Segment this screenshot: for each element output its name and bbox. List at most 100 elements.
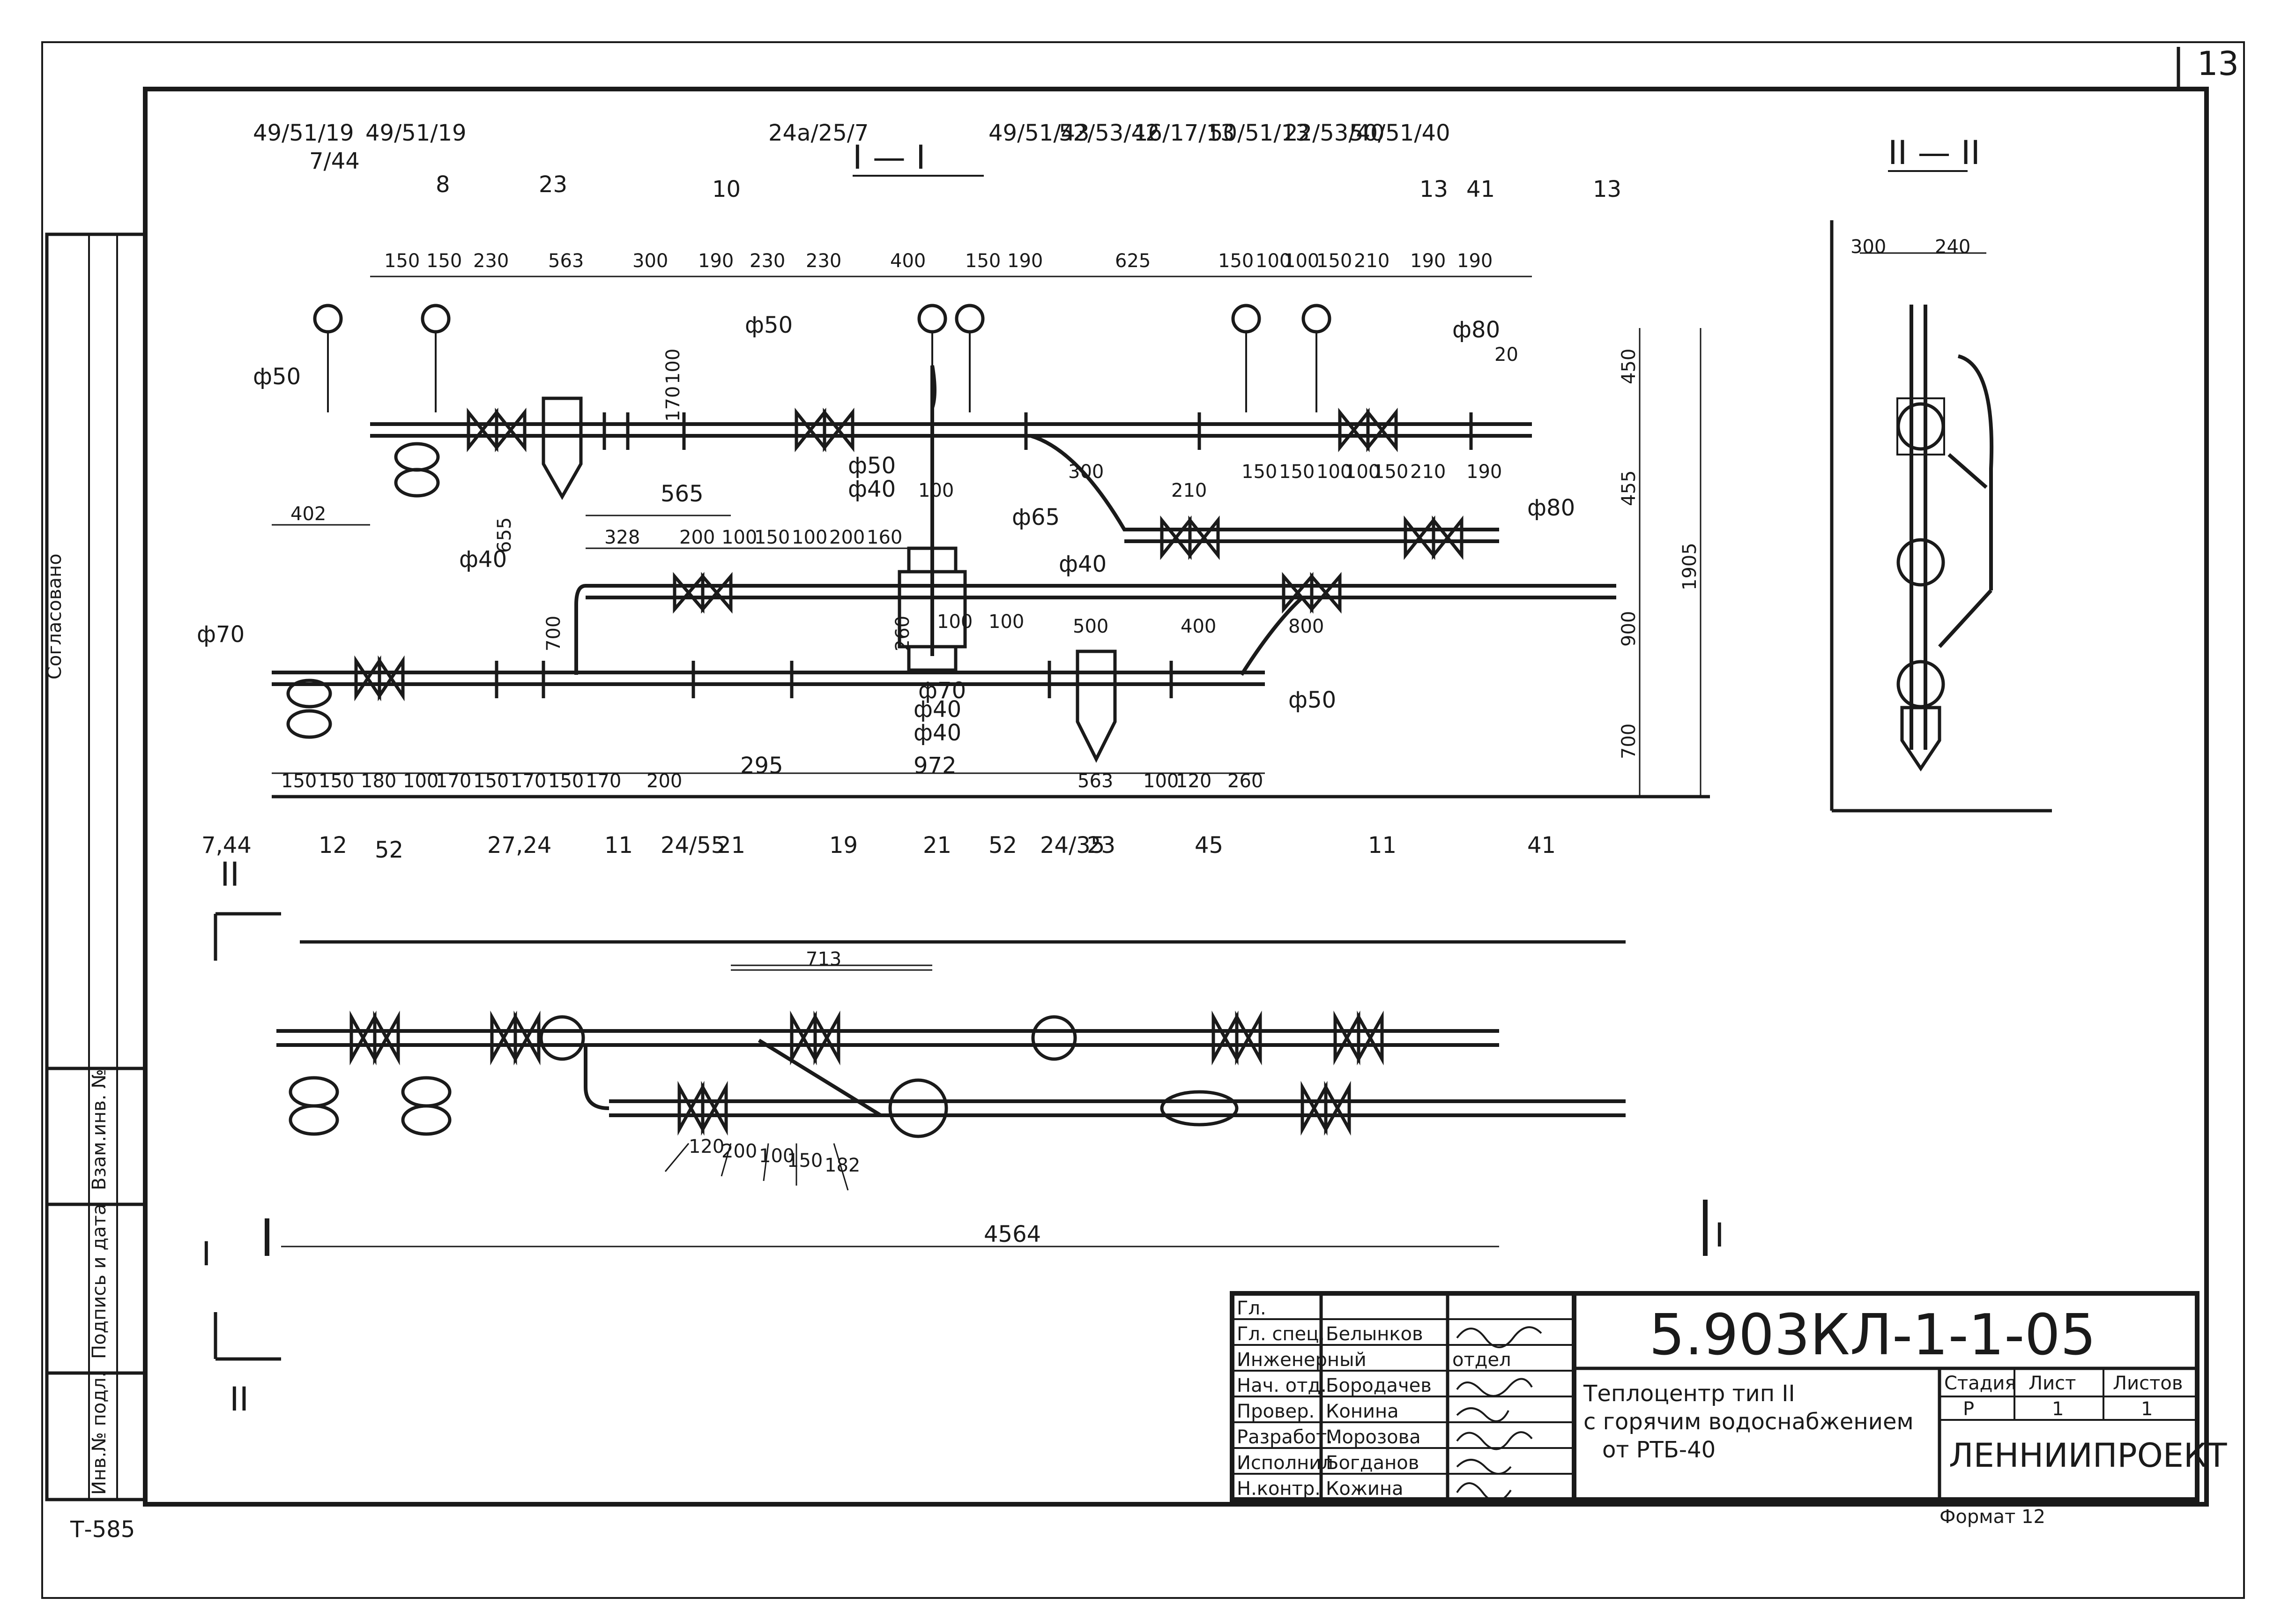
svg-text:230: 230 [806, 250, 841, 272]
svg-text:Кожина: Кожина [1326, 1478, 1404, 1500]
svg-text:150: 150 [1218, 250, 1254, 272]
svg-text:260: 260 [1227, 770, 1263, 792]
svg-text:300: 300 [1068, 461, 1104, 483]
svg-text:455: 455 [1618, 470, 1640, 506]
svg-text:1: 1 [2052, 1398, 2064, 1420]
svg-text:50/51/40: 50/51/40 [1349, 120, 1450, 146]
svg-text:450: 450 [1618, 349, 1640, 384]
elevation-valves [272, 304, 1710, 799]
svg-text:24/55: 24/55 [661, 832, 725, 858]
svg-text:Провер.: Провер. [1237, 1401, 1315, 1422]
svg-text:160: 160 [867, 527, 902, 548]
svg-text:100: 100 [403, 770, 438, 792]
svg-text:402: 402 [290, 503, 326, 525]
svg-text:ф40: ф40 [914, 720, 961, 746]
svg-text:Гл.: Гл. [1237, 1298, 1266, 1319]
svg-text:563: 563 [1077, 770, 1113, 792]
svg-text:100: 100 [1345, 461, 1380, 483]
svg-text:170: 170 [586, 770, 621, 792]
svg-text:800: 800 [1288, 616, 1324, 637]
svg-text:120: 120 [689, 1136, 724, 1157]
svg-text:20: 20 [1494, 344, 1518, 366]
svg-text:Инженерный: Инженерный [1237, 1349, 1367, 1371]
podpis-label: Подпись и дата [89, 1204, 110, 1359]
svg-text:13: 13 [1593, 176, 1621, 202]
svg-text:150: 150 [1241, 461, 1277, 483]
svg-text:от РТБ-40: от РТБ-40 [1602, 1437, 1716, 1463]
dimension-lines [272, 276, 1702, 1247]
svg-text:100: 100 [988, 611, 1024, 633]
title-block: 5.903КЛ-1-1-05 Гл. Гл. спец. Белынков Ин… [1230, 1291, 2227, 1502]
svg-text:120: 120 [1176, 770, 1211, 792]
svg-text:7/44: 7/44 [309, 148, 360, 174]
svg-text:200: 200 [679, 527, 715, 548]
svg-text:16/17/13: 16/17/13 [1134, 120, 1235, 146]
dims-top: 150 150 230 563 300 190 230 230 400 150 … [384, 250, 1493, 272]
svg-text:ф80: ф80 [1452, 317, 1500, 343]
svg-text:50/51/13: 50/51/13 [1209, 120, 1310, 146]
svg-text:210: 210 [1410, 461, 1446, 483]
callouts-bottom: 7,44 12 52 27,24 11 24/55 21 19 21 52 24… [201, 832, 1556, 863]
svg-text:700: 700 [543, 616, 565, 651]
svg-text:190: 190 [1457, 250, 1493, 272]
svg-text:100: 100 [1316, 461, 1352, 483]
svg-text:Н.контр.: Н.контр. [1237, 1478, 1321, 1500]
svg-text:150: 150 [384, 250, 420, 272]
svg-text:190: 190 [1410, 250, 1446, 272]
svg-text:1905: 1905 [1679, 543, 1701, 590]
svg-text:100: 100 [721, 527, 757, 548]
svg-text:52: 52 [375, 837, 403, 863]
svg-text:Морозова: Морозова [1326, 1426, 1421, 1448]
svg-text:150: 150 [1316, 250, 1352, 272]
svg-text:295: 295 [740, 753, 783, 779]
svg-text:24a/25/7: 24a/25/7 [768, 120, 869, 146]
svg-text:11: 11 [1368, 832, 1397, 858]
svg-text:150: 150 [1279, 461, 1315, 483]
svg-text:I — I: I — I [853, 138, 926, 177]
svg-text:230: 230 [473, 250, 509, 272]
svg-text:150: 150 [787, 1150, 823, 1172]
svg-text:210: 210 [1171, 480, 1207, 501]
svg-text:700: 700 [1618, 724, 1640, 759]
svg-text:11: 11 [604, 832, 633, 858]
svg-text:260: 260 [892, 616, 914, 651]
side-strip: Согласовано Взам.инв. № Подпись и дата И… [44, 232, 147, 1501]
svg-text:Разработ.: Разработ. [1237, 1426, 1333, 1448]
svg-text:100: 100 [759, 1145, 795, 1167]
svg-text:49/51/19: 49/51/19 [253, 120, 354, 146]
svg-text:27,24: 27,24 [487, 832, 551, 858]
svg-text:24/35: 24/35 [1040, 832, 1105, 858]
pipe-diameters: ф50 ф50 ф40 ф65 ф40 ф70 ф40 ф50 ф40 ф40 … [197, 312, 1575, 746]
stamp-t585: Т-585 [70, 1516, 135, 1543]
svg-text:150: 150 [426, 250, 462, 272]
svg-text:563: 563 [548, 250, 584, 272]
svg-text:с горячим водоснабжением: с горячим водоснабжением [1583, 1409, 1914, 1435]
svg-text:ф50: ф50 [1288, 687, 1336, 713]
dims-other: 565 402 655 700 260 100 100 500 400 800 … [290, 236, 1970, 1247]
svg-text:Богданов: Богданов [1326, 1452, 1419, 1474]
svg-text:10: 10 [712, 176, 741, 202]
svg-text:100: 100 [1143, 770, 1179, 792]
svg-text:II: II [220, 855, 239, 894]
dims-mid: 328 200 100 150 100 200 160 300 210 150 … [604, 461, 1502, 548]
svg-text:21: 21 [717, 832, 745, 858]
svg-text:190: 190 [1007, 250, 1043, 272]
svg-text:22/53/40: 22/53/40 [1284, 120, 1385, 146]
svg-text:49/51/43: 49/51/43 [988, 120, 1090, 146]
svg-text:100: 100 [918, 480, 954, 501]
format-label: Формат 12 [1939, 1506, 2045, 1528]
svg-text:8: 8 [436, 172, 450, 198]
svg-text:II — II: II — II [1888, 134, 1980, 172]
svg-text:ф40: ф40 [914, 696, 961, 723]
svg-text:210: 210 [1354, 250, 1389, 272]
svg-text:ф40: ф40 [1059, 551, 1107, 577]
svg-text:ф40: ф40 [459, 546, 507, 573]
svg-text:Белынков: Белынков [1326, 1323, 1423, 1345]
section-title-main: I — I [853, 138, 984, 177]
svg-text:Бородачев: Бородачев [1326, 1375, 1432, 1396]
svg-text:300: 300 [1850, 236, 1886, 258]
svg-text:1: 1 [2141, 1398, 2153, 1420]
svg-text:I: I [201, 1235, 211, 1273]
svg-text:13: 13 [1419, 176, 1448, 202]
svg-text:150: 150 [1373, 461, 1408, 483]
